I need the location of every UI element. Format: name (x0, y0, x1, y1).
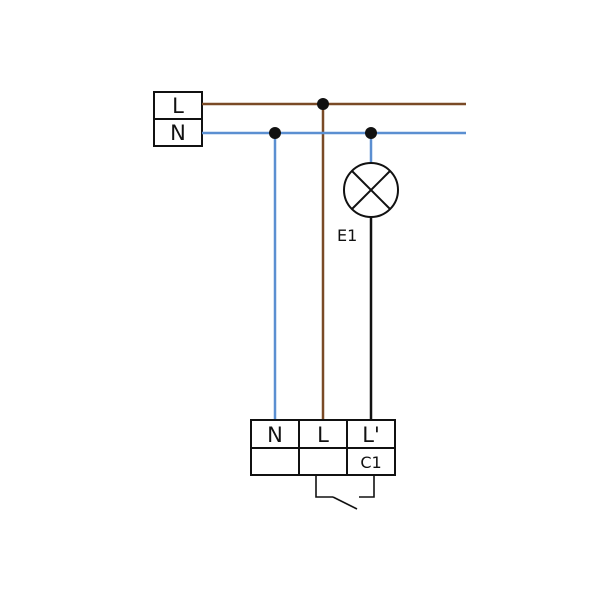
device-terminal-C1-label: C1 (360, 453, 381, 472)
device-terminal-bottom-3 (346, 447, 396, 476)
device-terminal-bottom-2 (298, 447, 348, 476)
device-terminal-Lprime-label: L' (362, 423, 379, 447)
contact-right-lead (359, 475, 375, 498)
device-terminal-L-label: L (317, 423, 329, 447)
junction-dot-phase (317, 98, 329, 110)
supply-terminal-L-label: L (172, 94, 184, 118)
device-terminal-N-label: N (267, 423, 283, 447)
lamp-cross-circle-icon (343, 162, 399, 218)
device-terminal-bottom-1 (250, 447, 300, 476)
device-terminal-block (250, 419, 396, 476)
lamp-label: E1 (337, 226, 357, 245)
phase-conductor (202, 102, 466, 420)
contact-blade (332, 496, 358, 510)
junction-dot-neutral-device (269, 127, 281, 139)
device-terminal-Lprime-box (346, 419, 396, 449)
lamp-cross-b (351, 170, 391, 210)
neutral-conductor (202, 131, 466, 420)
junction-dot-neutral-lamp (365, 127, 377, 139)
supply-terminal-N-label: N (170, 121, 186, 145)
pushbutton-contact-icon (315, 475, 375, 510)
supply-terminal-N-box (153, 118, 203, 147)
junctions (269, 98, 377, 139)
contact-left-lead (315, 475, 333, 498)
supply-terminal-block: L N (153, 91, 203, 147)
